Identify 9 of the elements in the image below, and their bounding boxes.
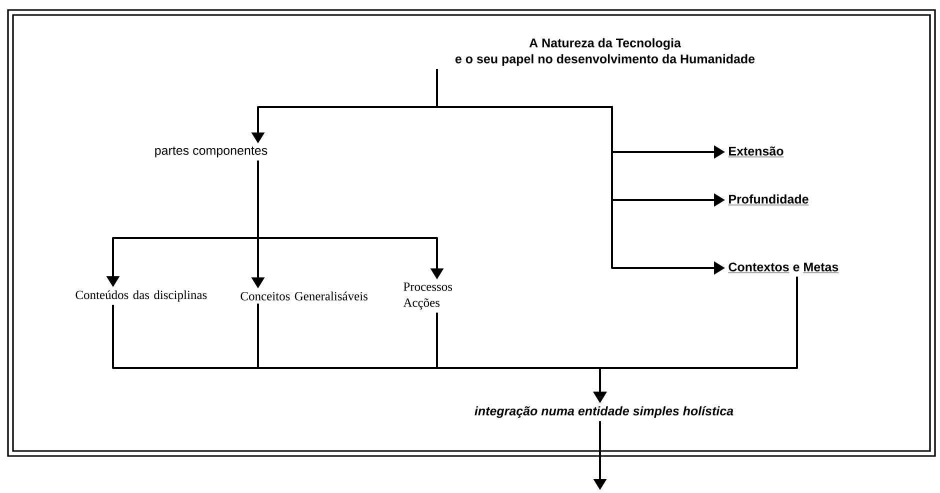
heading-text: A Natureza da Tecnologia e o seu papel no desenvolvimento da Humanidade — [455, 38, 755, 66]
text-label: Profundidade — [728, 194, 809, 206]
text-label: integração numa entidade simples holística — [474, 406, 734, 418]
text-label: Conceitos Generalisáveis — [240, 292, 368, 300]
text-label: Conteúdos das disciplinas — [76, 290, 207, 302]
text-label: Extensão — [728, 146, 784, 158]
text-label: partes componentes — [155, 146, 268, 158]
text-label: Contextos e Metas — [728, 262, 839, 274]
text-label: Processos Acções — [403, 282, 452, 310]
